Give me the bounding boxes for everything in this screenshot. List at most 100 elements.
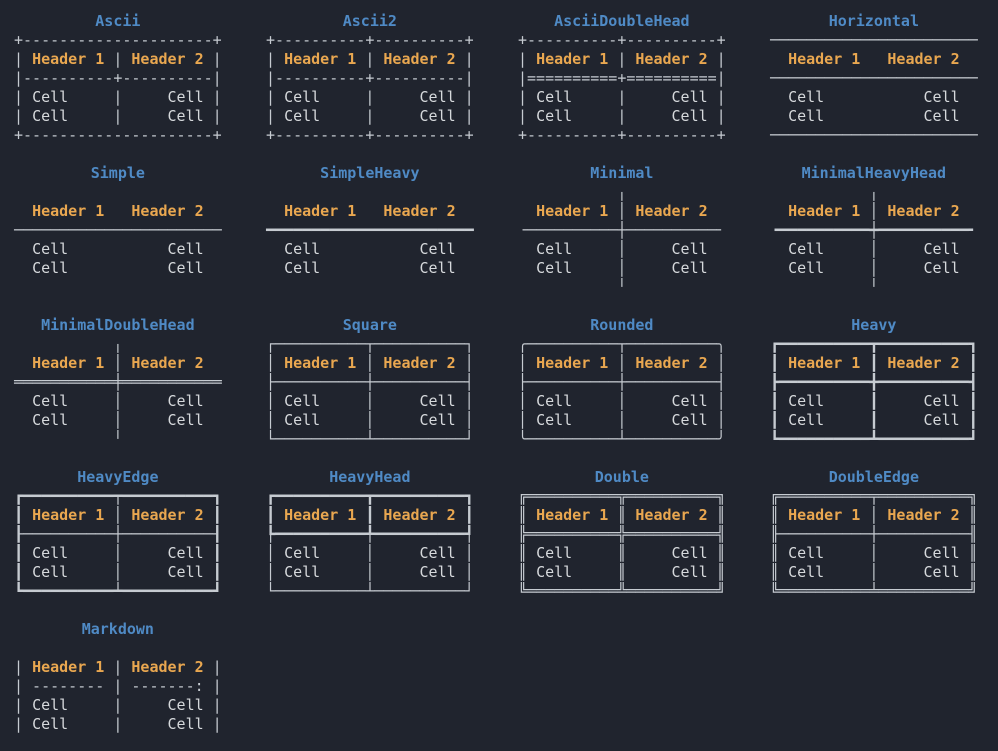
box-style-block-minimal: Minimal ╷ Header 1 │ Header 2 ╶─────────… [518,164,726,316]
header-text: Header 1 [32,506,105,524]
cell-text: Cell [788,544,825,562]
cell-text: Cell [788,88,825,106]
table-title: Double [594,468,649,486]
cell-text: Cell [32,392,69,410]
box-style-block-minimaldoublehead: MinimalDoubleHead ╷ Header 1 │ Header 2 … [14,316,222,468]
table-title: Rounded [590,316,654,334]
header-text: Header 1 [284,354,357,372]
header-text: Header 2 [383,202,456,220]
table-title: Ascii [95,12,141,30]
cell-text: Cell [419,259,456,277]
table-render: +----------+----------+ | Header 1 | Hea… [266,31,474,144]
table-render: ╔══════════╦══════════╗ ║ Header 1 ║ Hea… [518,487,726,600]
table-render: ┌──────────┬──────────┐ │ Header 1 │ Hea… [266,335,474,448]
cell-text: Cell [284,411,321,429]
cell-text: Cell [923,411,960,429]
table-title: Ascii2 [342,12,397,30]
cell-text: Cell [167,240,204,258]
box-style-block-horizontal: Horizontal─────────────────────── Header… [770,12,978,164]
header-text: Header 2 [887,202,960,220]
header-text: Header 1 [284,506,357,524]
box-style-block-rounded: Rounded╭──────────┬──────────╮ │ Header … [518,316,726,468]
cell-text: Cell [923,88,960,106]
box-style-block-square: Square┌──────────┬──────────┐ │ Header 1… [266,316,474,468]
cell-text: Cell [32,88,69,106]
cell-text: Cell [167,88,204,106]
cell-text: Cell [671,563,708,581]
table-render: +---------------------+ | Header 1 | Hea… [14,31,222,144]
header-text: Header 1 [284,50,357,68]
box-style-block-simple: Simple Header 1 Header 2 ───────────────… [14,164,222,316]
header-text: Header 1 [788,202,861,220]
table-title: Horizontal [828,12,919,30]
cell-text: Cell [536,259,573,277]
header-text: Header 2 [131,354,204,372]
table-render: ╭──────────┬──────────╮ │ Header 1 │ Hea… [518,335,726,448]
table-title: HeavyEdge [77,468,159,486]
header-text: Header 2 [131,202,204,220]
cell-text: Cell [167,696,204,714]
cell-text: Cell [284,240,321,258]
cell-text: Cell [536,88,573,106]
header-text: Header 2 [887,354,960,372]
cell-text: Cell [536,240,573,258]
table-render: ┏━━━━━━━━━━┳━━━━━━━━━━┓ ┃ Header 1 ┃ Hea… [770,335,978,448]
cell-text: Cell [284,392,321,410]
cell-text: Cell [671,544,708,562]
cell-text: Cell [788,411,825,429]
header-text: Header 1 [536,506,609,524]
box-style-block-asciidoublehead: AsciiDoubleHead+----------+----------+ |… [518,12,726,164]
header-text: Header 1 [536,50,609,68]
table-render: Header 1 Header 2 ──────────────────────… [14,202,222,277]
cell-text: Cell [536,107,573,125]
cell-text: Cell [32,563,69,581]
table-title: DoubleEdge [828,468,919,486]
cell-text: Cell [923,107,960,125]
cell-text: Cell [671,411,708,429]
box-style-block-heavyhead: HeavyHead┏━━━━━━━━━━┳━━━━━━━━━━┓ ┃ Heade… [266,468,474,620]
cell-text: Cell [536,544,573,562]
cell-text: Cell [284,88,321,106]
cell-text: Cell [419,563,456,581]
table-render: ╷ Header 1 │ Header 2 ╺━━━━━━━━━━┿━━━━━━… [770,183,978,296]
table-render: ┏━━━━━━━━━━┳━━━━━━━━━━┓ ┃ Header 1 ┃ Hea… [266,487,474,600]
box-style-block-doubleedge: DoubleEdge╔══════════╤══════════╗ ║ Head… [770,468,978,620]
header-text: Header 2 [887,50,960,68]
header-text: Header 2 [383,506,456,524]
table-title: Simple [90,164,145,182]
header-text: Header 1 [788,506,861,524]
table-title: Heavy [851,316,897,334]
cell-text: Cell [167,392,204,410]
cell-text: Cell [923,240,960,258]
cell-text: Cell [167,715,204,733]
header-text: Header 2 [887,506,960,524]
cell-text: Cell [788,259,825,277]
box-style-block-ascii2: Ascii2+----------+----------+ | Header 1… [266,12,474,164]
cell-text: Cell [419,392,456,410]
cell-text: Cell [788,240,825,258]
table-title: SimpleHeavy [320,164,420,182]
header-text: Header 1 [32,202,105,220]
header-text: Header 2 [131,506,204,524]
box-style-block-heavy: Heavy┏━━━━━━━━━━┳━━━━━━━━━━┓ ┃ Header 1 … [770,316,978,468]
cell-text: Cell [167,563,204,581]
cell-text: Cell [923,392,960,410]
header-text: Header 2 [383,50,456,68]
cell-text: Cell [536,563,573,581]
table-title: Square [342,316,397,334]
header-text: Header 1 [32,50,105,68]
header-text: Header 2 [131,50,204,68]
cell-text: Cell [167,411,204,429]
cell-text: Cell [419,544,456,562]
header-text: Header 2 [383,354,456,372]
box-style-block-ascii: Ascii+---------------------+ | Header 1 … [14,12,222,164]
table-render: Header 1 Header 2 ━━━━━━━━━━━━━━━━━━━━━━… [266,202,474,277]
table-render: ╷ Header 1 │ Header 2 ═══════════╪══════… [14,335,222,448]
cell-text: Cell [923,259,960,277]
table-render: +----------+----------+ | Header 1 | Hea… [518,31,726,144]
cell-text: Cell [32,240,69,258]
table-render: | Header 1 | Header 2 | | -------- | ---… [14,658,222,733]
cell-text: Cell [284,563,321,581]
cell-text: Cell [671,88,708,106]
